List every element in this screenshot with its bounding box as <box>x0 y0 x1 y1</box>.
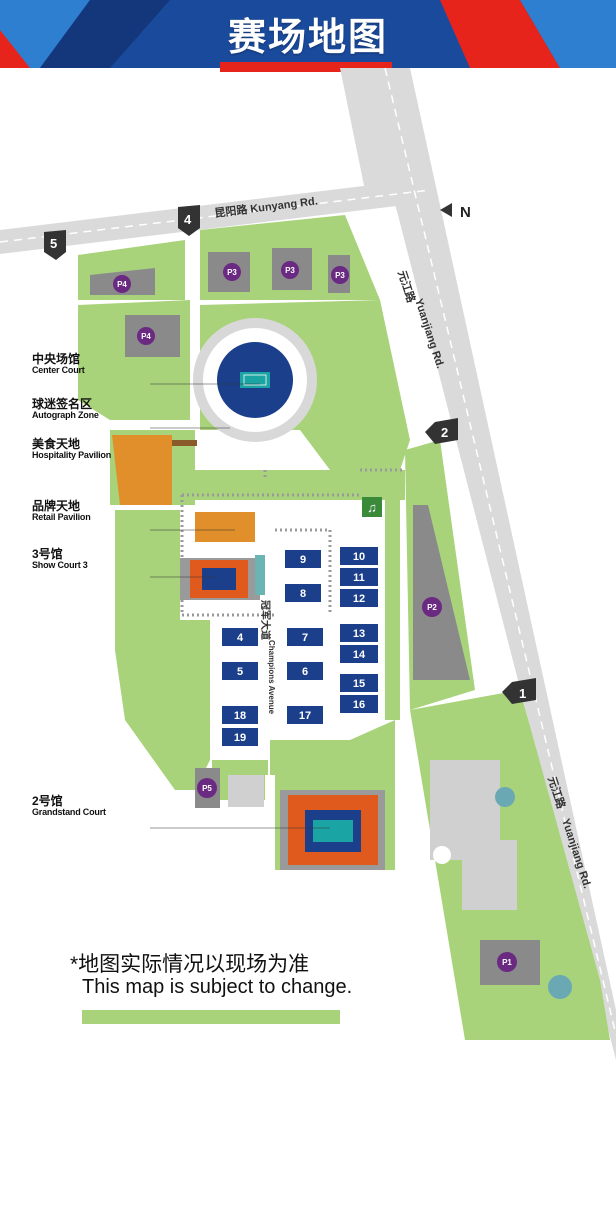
pond <box>548 975 572 999</box>
grandstand-stadium <box>280 790 385 870</box>
venue-cn: 2号馆 <box>32 794 63 808</box>
road-champions-en: Champions Avenue <box>267 640 276 715</box>
header-banner <box>0 0 616 72</box>
compass-label: N <box>460 204 471 221</box>
disclaimer-cn: *地图实际情况以现场为准 <box>70 953 310 976</box>
note-underline <box>82 1010 340 1024</box>
court-grid <box>222 547 378 746</box>
disclaimer-en: This map is subject to change. <box>82 976 353 998</box>
gate-label: 5 <box>50 236 57 251</box>
venue-en: Center Court <box>32 365 85 376</box>
venue-cn: 3号馆 <box>32 547 63 561</box>
parking-label: P3 <box>285 266 295 275</box>
parking-label: P3 <box>227 268 237 277</box>
roundabout <box>433 846 451 864</box>
parking-markers: P4 P4 P3 P3 P3 P2 P5 P1 <box>113 261 517 972</box>
north-arrow-icon <box>440 203 452 217</box>
court-label: 6 <box>302 666 308 678</box>
court-label: 8 <box>300 588 306 600</box>
venue-en: Show Court 3 <box>32 560 88 571</box>
parking-lots <box>90 248 540 985</box>
court-label: 17 <box>299 710 311 722</box>
venue-cn: 美食天地 <box>32 437 81 451</box>
music-stage-icon <box>362 497 382 517</box>
parking-label: P3 <box>335 271 345 280</box>
parking-label: P4 <box>141 332 151 341</box>
walkways <box>180 468 405 617</box>
court-label: 16 <box>353 699 365 711</box>
court-label: 14 <box>353 649 366 661</box>
parking-label: P4 <box>117 280 127 289</box>
venue-hospitality: 美食天地 Hospitality Pavilion <box>32 437 112 461</box>
venue-cn: 中央场馆 <box>32 352 81 366</box>
court-label: 18 <box>234 710 246 722</box>
gate-markers <box>44 205 536 704</box>
venue-show-court-3: 3号馆 Show Court 3 <box>32 547 88 571</box>
parking-label: P2 <box>427 603 437 612</box>
court-label: 9 <box>300 554 306 566</box>
court-label: 11 <box>353 572 365 584</box>
venue-en: Retail Pavilion <box>32 512 91 523</box>
venue-en: Grandstand Court <box>32 807 106 818</box>
road-champions-cn: 冠军大道 <box>259 600 272 640</box>
parking-label: P5 <box>202 784 212 793</box>
gate-label: 4 <box>184 212 192 227</box>
pavilions <box>112 435 255 542</box>
court-label: 15 <box>353 678 365 690</box>
venue-en: Hospitality Pavilion <box>32 450 112 461</box>
court-label: 4 <box>237 632 244 644</box>
venue-center-court: 中央场馆 Center Court <box>32 352 85 376</box>
court-label: 13 <box>353 628 365 640</box>
venue-autograph-zone: 球迷签名区 Autograph Zone <box>32 397 99 421</box>
court-label: 10 <box>353 551 365 563</box>
gate-label: 2 <box>441 425 448 440</box>
court-labels: 9 8 10 11 12 7 6 4 5 13 14 15 16 18 19 1… <box>234 551 366 744</box>
center-court-stadium <box>193 318 317 442</box>
parking-label: P1 <box>502 958 512 967</box>
venue-cn: 品牌天地 <box>32 499 81 513</box>
venue-retail: 品牌天地 Retail Pavilion <box>32 499 91 523</box>
venue-cn: 球迷签名区 <box>32 397 93 411</box>
court-label: 12 <box>353 593 365 605</box>
gate-label: 1 <box>519 686 526 701</box>
venue-en: Autograph Zone <box>32 410 99 421</box>
venue-grandstand: 2号馆 Grandstand Court <box>32 794 106 818</box>
page-title: 赛场地图 <box>227 17 388 59</box>
music-note-icon: ♫ <box>367 500 377 515</box>
pond <box>495 787 515 807</box>
court-label: 7 <box>302 632 308 644</box>
court-label: 19 <box>234 732 246 744</box>
court-label: 5 <box>237 666 243 678</box>
leader-lines <box>150 383 330 829</box>
show-court-3 <box>180 555 265 600</box>
